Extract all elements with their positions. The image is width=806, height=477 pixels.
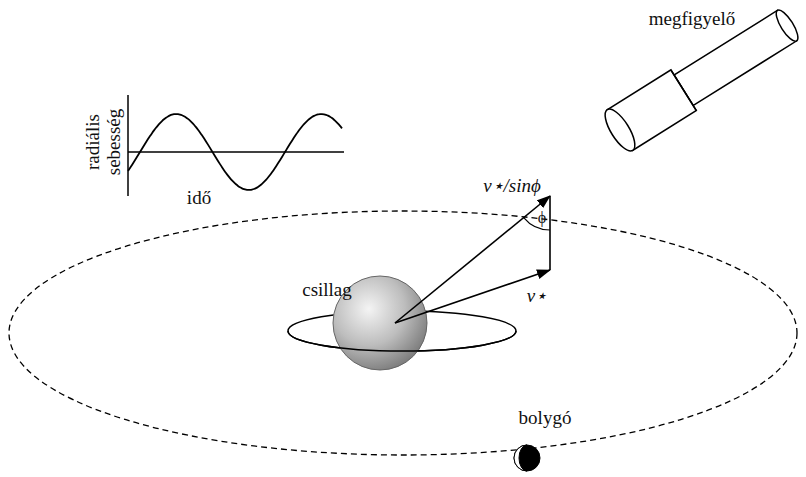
observer-label: megfigyelő: [649, 9, 736, 30]
planet-orbit: [9, 211, 797, 455]
telescope: [600, 2, 805, 155]
angle-label: ϕ: [538, 209, 546, 227]
planet: [514, 445, 540, 471]
velocity-arrow: [395, 270, 550, 323]
star-label: csillag: [302, 280, 352, 301]
axis-label: radiális sebesség: [83, 100, 125, 184]
vector-label: v⋆: [527, 286, 547, 307]
planet-crescent: [514, 445, 527, 471]
star-orbit-front: [288, 331, 516, 351]
velocity-arrow: [395, 196, 550, 323]
sine-curve: [128, 114, 342, 190]
planet-label: bolygó: [519, 408, 572, 429]
graph-axis: [127, 95, 129, 196]
vector-label: v⋆/sinϕ: [483, 176, 541, 197]
projection-line: [549, 196, 551, 270]
axis-label: idő: [187, 188, 211, 209]
graph-axis: [128, 151, 344, 153]
